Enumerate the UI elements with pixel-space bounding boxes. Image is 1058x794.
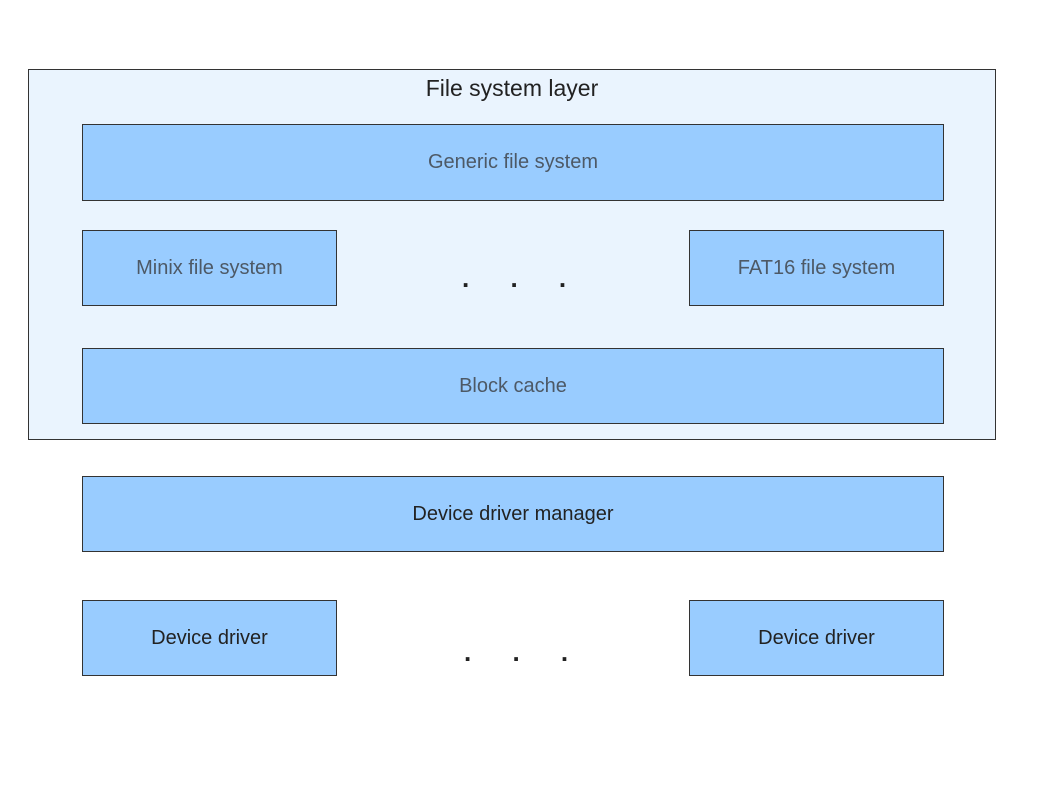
device-driver-manager-box: Device driver manager xyxy=(82,476,944,552)
device-driver-box-left: Device driver xyxy=(82,600,337,676)
device-driver-box-right: Device driver xyxy=(689,600,944,676)
fat16-file-system-box: FAT16 file system xyxy=(689,230,944,306)
file-system-ellipsis: . . . xyxy=(462,263,584,293)
block-cache-box: Block cache xyxy=(82,348,944,424)
generic-file-system-box: Generic file system xyxy=(82,124,944,201)
device-driver-ellipsis: . . . xyxy=(464,637,586,667)
file-system-layer-title: File system layer xyxy=(425,75,599,101)
minix-file-system-box: Minix file system xyxy=(82,230,337,306)
